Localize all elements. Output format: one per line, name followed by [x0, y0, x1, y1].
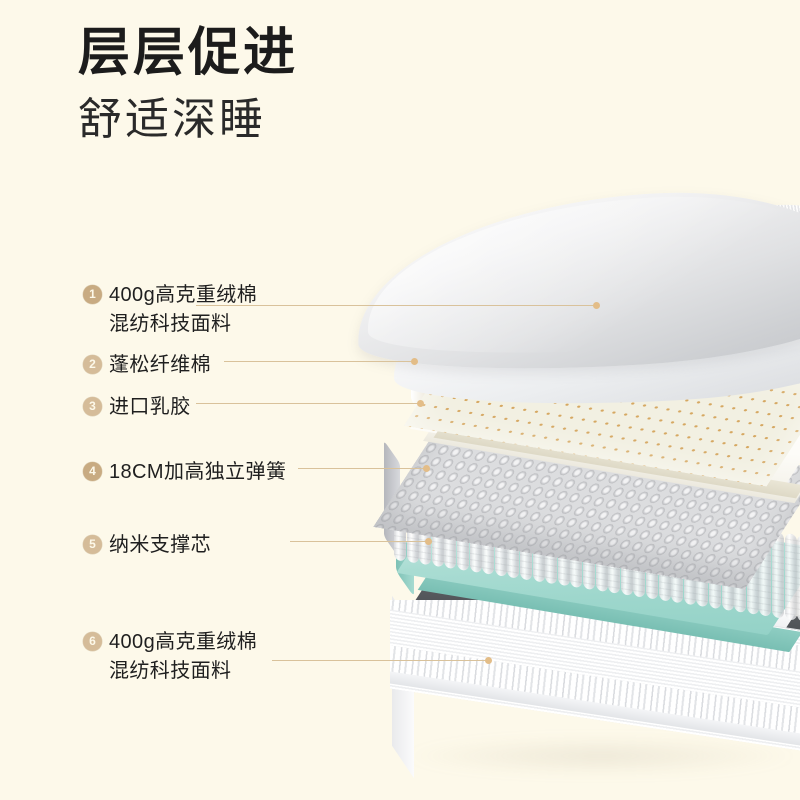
callout-4-line1: 18CM加高独立弹簧 [109, 461, 287, 483]
callout-4: 4 18CM加高独立弹簧 [83, 458, 286, 487]
leader-line-6 [272, 656, 492, 665]
callout-badge-3: 3 [83, 397, 102, 416]
headline-block: 层层促进 舒适深睡 [78, 22, 298, 148]
ground-shadow [400, 736, 800, 776]
leader-line-1 [196, 301, 600, 310]
leader-line-4 [298, 464, 430, 473]
leader-line-5 [290, 537, 432, 546]
callout-2: 2 蓬松纤维棉 [83, 351, 211, 380]
callout-badge-1: 1 [83, 285, 102, 304]
callout-text-6: 400g高克重绒棉 混纺科技面料 [109, 628, 257, 686]
callout-badge-6: 6 [83, 632, 102, 651]
callout-6-line1: 400g高克重绒棉 [109, 631, 258, 653]
callout-2-line1: 蓬松纤维棉 [109, 354, 211, 376]
headline-primary: 层层促进 [78, 24, 299, 82]
callout-text-3: 进口乳胶 [109, 393, 191, 422]
callout-badge-5: 5 [83, 535, 102, 554]
callout-text-1: 400g高克重绒棉 混纺科技面料 [109, 281, 257, 339]
callout-5-line1: 纳米支撑芯 [109, 534, 211, 556]
headline-secondary: 舒适深睡 [78, 95, 266, 144]
callout-1-line1: 400g高克重绒棉 [109, 284, 258, 306]
callout-text-2: 蓬松纤维棉 [109, 351, 211, 380]
callout-badge-4: 4 [83, 462, 102, 481]
callout-3-line1: 进口乳胶 [109, 396, 191, 418]
leader-line-3 [196, 399, 424, 408]
callout-text-5: 纳米支撑芯 [109, 531, 211, 560]
callout-text-4: 18CM加高独立弹簧 [109, 458, 286, 487]
spring-coil [784, 532, 797, 621]
leader-line-2 [224, 357, 418, 366]
callout-3: 3 进口乳胶 [83, 393, 191, 422]
callout-1: 1 400g高克重绒棉 混纺科技面料 [83, 281, 257, 339]
callout-5: 5 纳米支撑芯 [83, 531, 211, 560]
callout-6: 6 400g高克重绒棉 混纺科技面料 [83, 628, 257, 686]
callout-1-line2: 混纺科技面料 [109, 313, 232, 335]
callout-6-line2: 混纺科技面料 [109, 660, 232, 682]
callout-badge-2: 2 [83, 355, 102, 374]
